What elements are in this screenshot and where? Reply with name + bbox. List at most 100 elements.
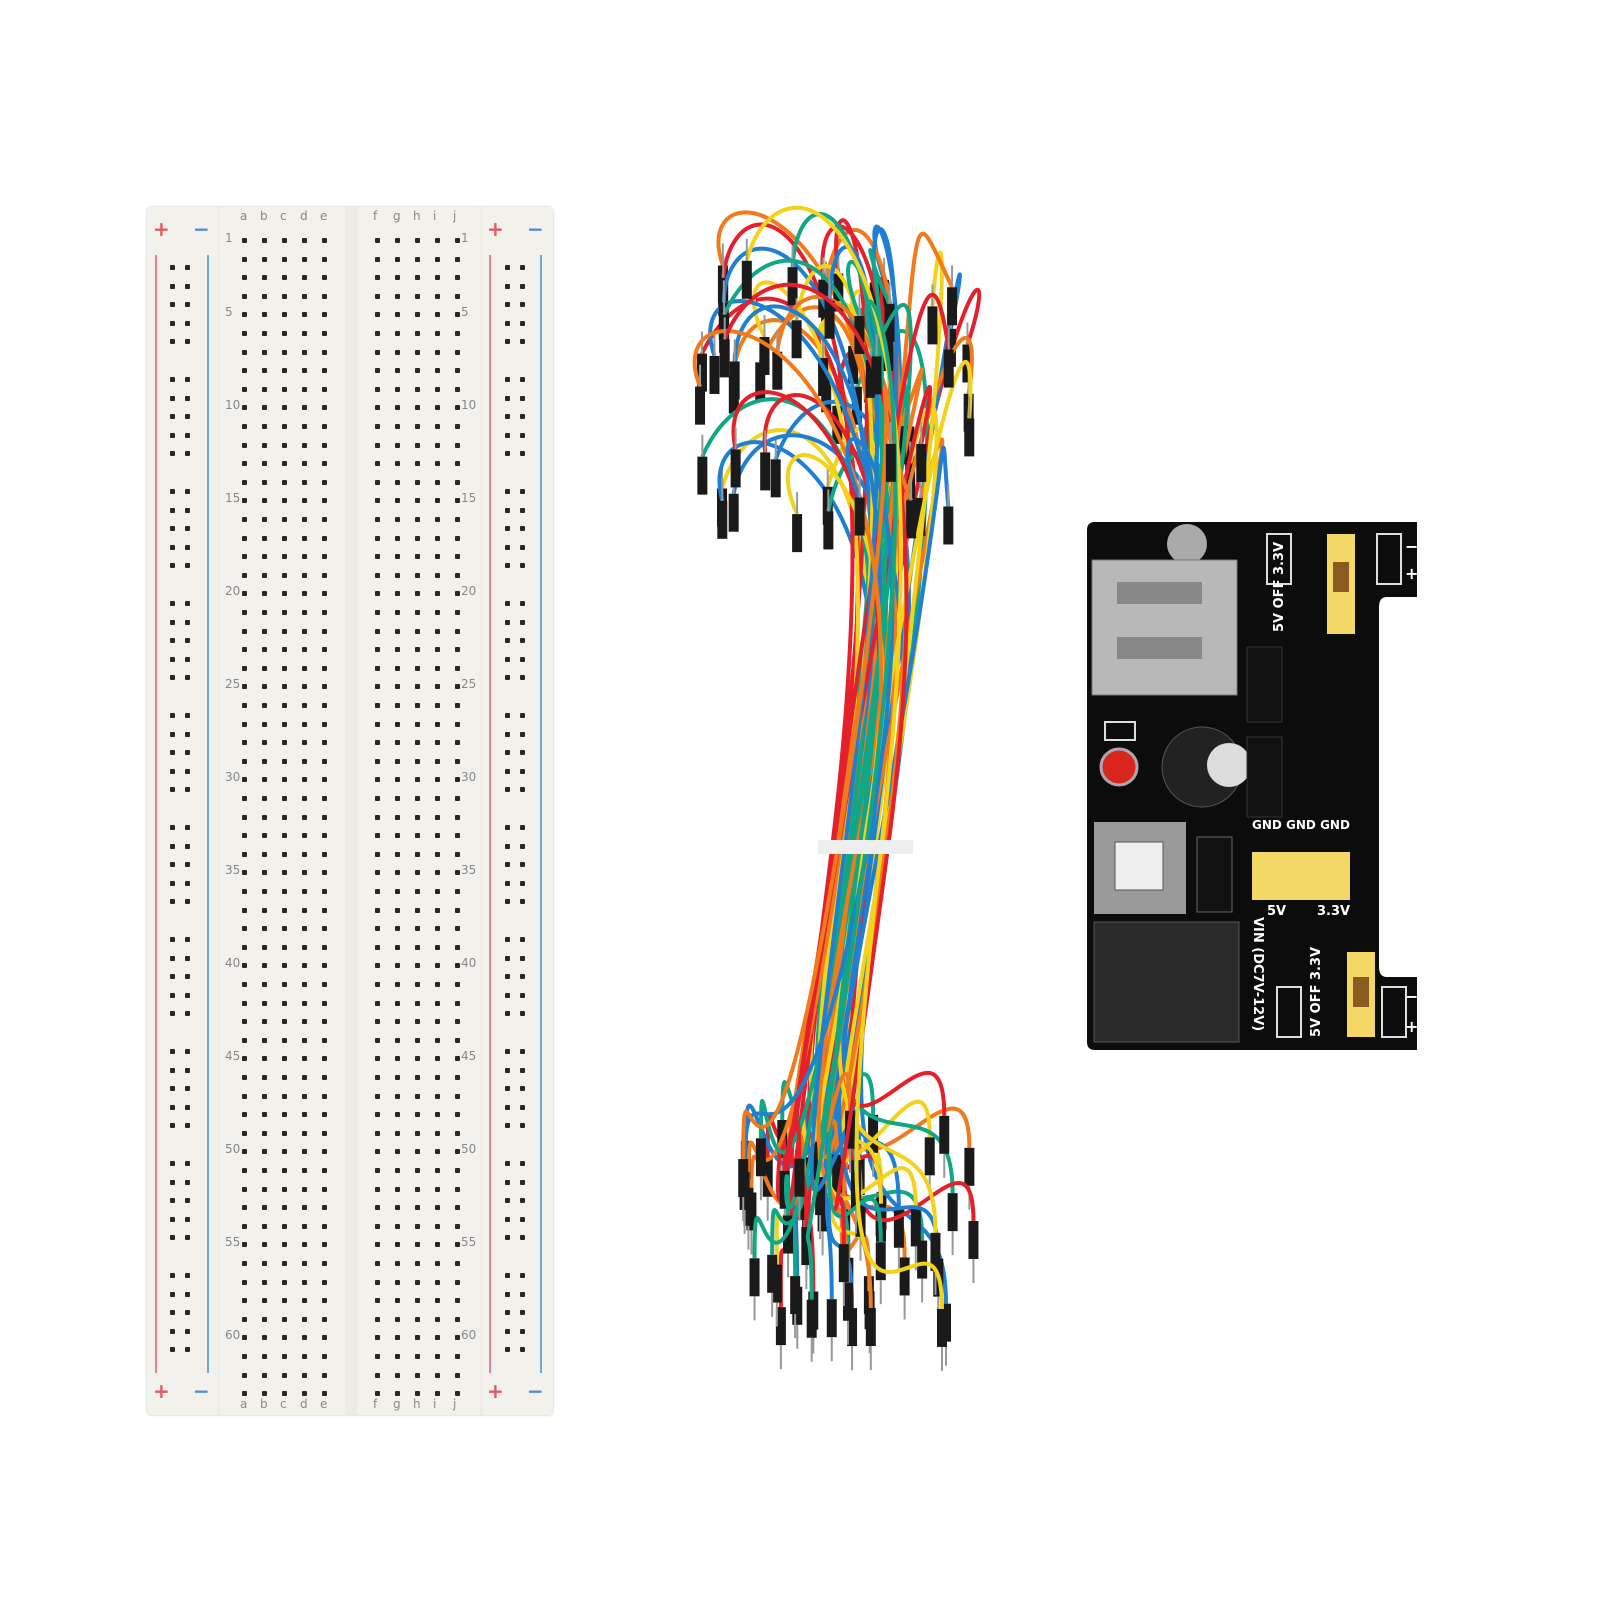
breadboard-hole: [375, 461, 380, 467]
breadboard-hole: [282, 1130, 287, 1136]
breadboard-hole: [262, 293, 267, 299]
breadboard-hole: [455, 926, 460, 932]
breadboard-hole: [455, 349, 460, 355]
plus-sign: +: [487, 217, 504, 241]
breadboard-hole: [415, 1168, 420, 1173]
minus-rail-line: [540, 255, 542, 1373]
breadboard-hole: [242, 1279, 247, 1285]
breadboard-hole: [455, 1335, 460, 1341]
wire-connector: [964, 418, 975, 457]
breadboard-hole: [520, 544, 525, 550]
breadboard-hole: [185, 1273, 190, 1278]
breadboard-hole: [435, 777, 440, 783]
wire-connector: [824, 300, 835, 339]
breadboard-hole: [262, 479, 267, 485]
breadboard-hole: [242, 647, 247, 653]
breadboard-hole: [375, 814, 380, 820]
column-label: c: [280, 209, 287, 223]
breadboard-hole: [282, 982, 287, 987]
breadboard-hole: [242, 1298, 247, 1304]
breadboard-hole: [395, 814, 400, 820]
breadboard-hole: [262, 591, 267, 597]
breadboard-hole: [322, 256, 327, 262]
breadboard-hole: [375, 517, 380, 522]
breadboard-hole: [520, 731, 525, 737]
breadboard-hole: [302, 517, 307, 522]
wire-connector: [749, 1258, 760, 1297]
breadboard-hole: [262, 1261, 267, 1266]
breadboard-hole: [282, 554, 287, 560]
breadboard-hole: [282, 591, 287, 597]
breadboard-hole: [262, 368, 267, 374]
breadboard-hole: [170, 377, 175, 382]
breadboard-hole: [282, 1186, 287, 1192]
breadboard-hole: [455, 554, 460, 560]
breadboard-hole: [302, 479, 307, 485]
breadboard-hole: [302, 1168, 307, 1173]
breadboard-hole: [282, 1372, 287, 1378]
wire-connector: [869, 282, 880, 321]
breadboard-hole: [185, 1067, 190, 1073]
breadboard-hole: [170, 937, 175, 942]
breadboard-hole: [185, 1198, 190, 1204]
breadboard-hole: [395, 405, 400, 411]
minus-sign: −: [1405, 537, 1419, 556]
breadboard-hole: [282, 814, 287, 820]
breadboard-hole: [282, 1261, 287, 1266]
breadboard-hole: [242, 628, 247, 634]
breadboard-hole: [262, 610, 267, 615]
breadboard-hole: [520, 787, 525, 793]
breadboard-hole: [520, 563, 525, 569]
breadboard-hole: [395, 517, 400, 522]
breadboard-hole: [322, 331, 327, 336]
breadboard-hole: [435, 591, 440, 597]
breadboard-hole: [302, 944, 307, 950]
breadboard-hole: [375, 1261, 380, 1266]
breadboard-hole: [262, 1372, 267, 1378]
breadboard-hole: [185, 656, 190, 662]
breadboard-hole: [242, 610, 247, 615]
wire-connector: [815, 1177, 826, 1216]
breadboard-hole: [505, 1310, 510, 1316]
breadboard-hole: [282, 479, 287, 485]
breadboard-hole: [375, 1223, 380, 1229]
wire-connector: [865, 359, 876, 398]
wire-connector: [696, 353, 707, 392]
breadboard-hole: [435, 1019, 440, 1025]
column-label: a: [240, 209, 248, 223]
breadboard-hole: [415, 1037, 420, 1043]
breadboard-hole: [435, 1279, 440, 1285]
breadboard-hole: [395, 758, 400, 764]
breadboard-hole: [322, 926, 327, 932]
breadboard-hole: [435, 703, 440, 708]
breadboard-hole: [375, 1019, 380, 1025]
breadboard-hole: [262, 1354, 267, 1359]
breadboard-hole: [302, 814, 307, 820]
gnd-label: GND GND GND: [1252, 818, 1350, 832]
wire-connector: [717, 500, 728, 539]
breadboard-hole: [520, 283, 525, 289]
breadboard-hole: [302, 238, 307, 243]
breadboard-hole: [322, 238, 327, 243]
column-label: b: [260, 209, 268, 223]
breadboard-hole: [302, 796, 307, 801]
breadboard-hole: [242, 461, 247, 467]
breadboard-hole: [455, 963, 460, 969]
breadboard-hole: [185, 526, 190, 532]
breadboard-hole: [302, 349, 307, 355]
breadboard-hole: [395, 740, 400, 746]
breadboard-hole: [302, 554, 307, 560]
breadboard-hole: [242, 331, 247, 336]
breadboard-hole: [322, 424, 327, 429]
jumper-top-label: 5V OFF 3.3V: [1272, 541, 1287, 632]
breadboard-hole: [170, 1273, 175, 1278]
breadboard-hole: [375, 1000, 380, 1006]
breadboard-hole: [435, 1223, 440, 1229]
capacitor: [1207, 743, 1251, 787]
breadboard-hole: [455, 777, 460, 783]
breadboard-hole: [435, 498, 440, 504]
breadboard-hole: [435, 1354, 440, 1359]
breadboard-hole: [185, 1179, 190, 1185]
wire-connector: [818, 358, 829, 397]
breadboard-hole: [395, 554, 400, 560]
